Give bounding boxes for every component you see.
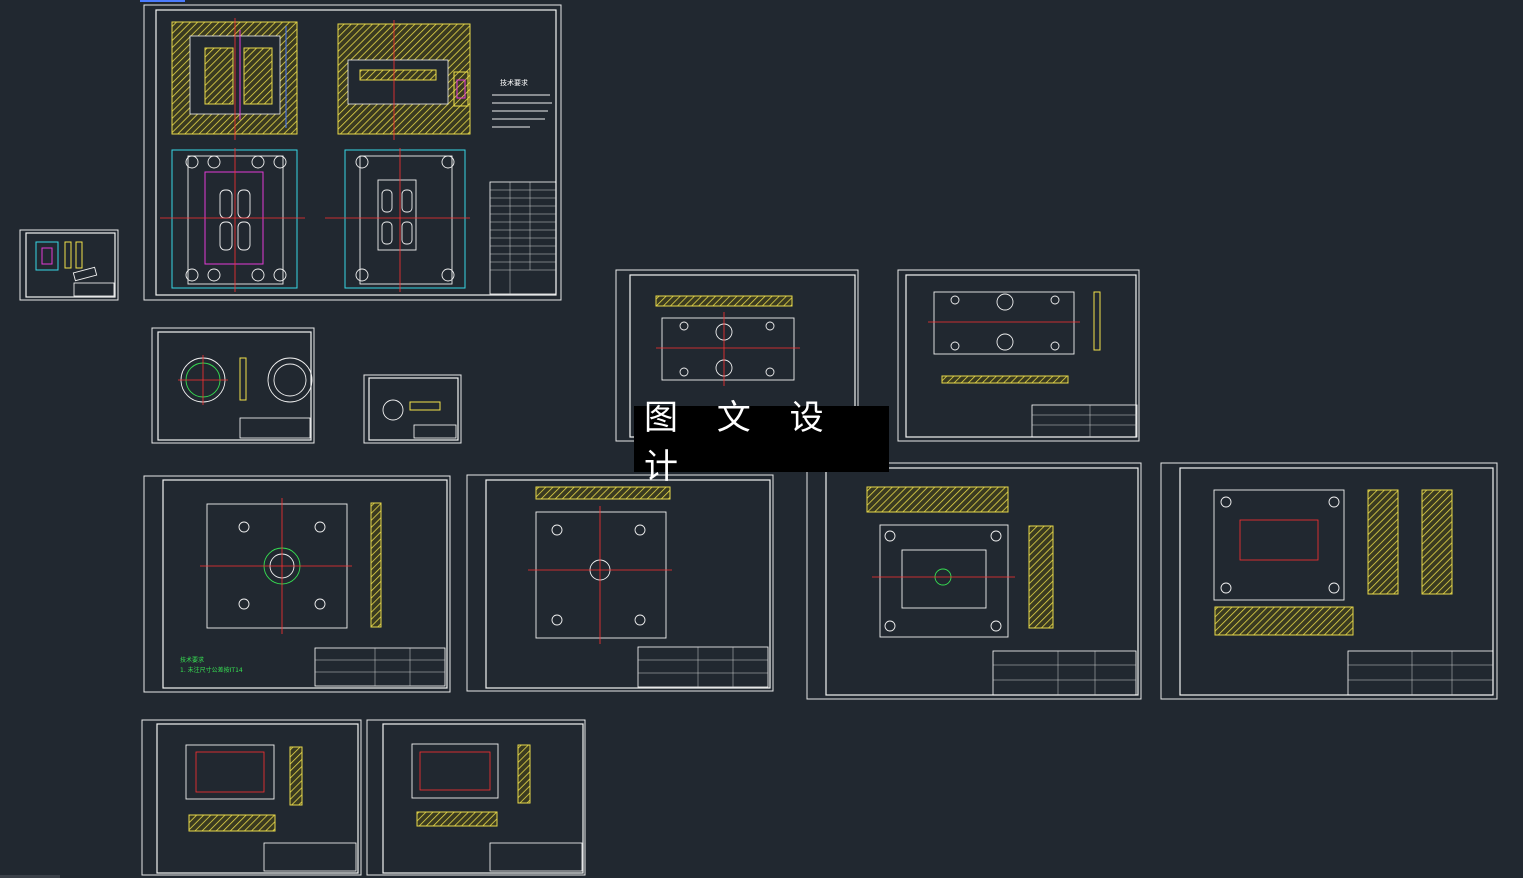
fixed-plate-sheet[interactable]: [806, 462, 1142, 700]
bottom-left-sheet[interactable]: [141, 719, 362, 876]
square-plate-sheet[interactable]: 技术要求 1. 未注尺寸公差按IT14: [143, 475, 451, 693]
mini-part-sheet[interactable]: [19, 229, 119, 301]
small-part-sheet[interactable]: [363, 374, 462, 444]
plate-sheet-b[interactable]: [897, 269, 1140, 442]
svg-text:技术要求: 技术要求: [180, 656, 204, 664]
bottom-middle-sheet[interactable]: [366, 719, 586, 876]
ring-part-sheet[interactable]: [151, 327, 315, 444]
support-plate-sheet[interactable]: [1160, 462, 1498, 700]
top-edge-marker: [140, 0, 185, 2]
svg-text:技术要求: 技术要求: [500, 78, 528, 87]
assembly-drawing[interactable]: 技术要求: [143, 4, 562, 301]
bottom-edge-marker: [0, 875, 60, 878]
template-plate-sheet[interactable]: [466, 474, 774, 692]
watermark-label: 图 文 设 计: [634, 398, 889, 487]
svg-text:1. 未注尺寸公差按IT14: 1. 未注尺寸公差按IT14: [180, 666, 243, 674]
